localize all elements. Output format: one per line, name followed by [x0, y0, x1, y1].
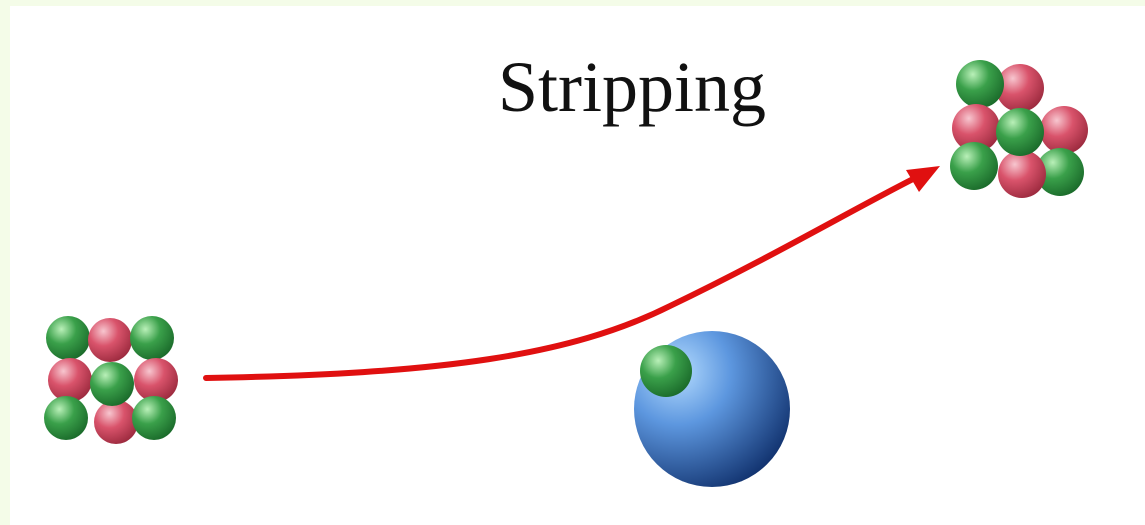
- neutron: [90, 362, 134, 406]
- target-nucleus: [634, 331, 790, 487]
- diagram-title: Stripping: [498, 47, 766, 127]
- projectile-nucleus: [44, 316, 178, 444]
- stripping-reaction-diagram: Stripping: [10, 6, 1145, 525]
- captured-neutron: [640, 345, 692, 397]
- neutron: [956, 60, 1004, 108]
- proton: [88, 318, 132, 362]
- neutron: [996, 108, 1044, 156]
- ejectile-nucleus: [950, 60, 1088, 198]
- neutron: [46, 316, 90, 360]
- proton: [998, 150, 1046, 198]
- neutron: [44, 396, 88, 440]
- trajectory-arrow: [206, 166, 940, 378]
- proton: [48, 358, 92, 402]
- neutron: [130, 316, 174, 360]
- proton: [134, 358, 178, 402]
- proton: [94, 400, 138, 444]
- neutron: [132, 396, 176, 440]
- neutron: [950, 142, 998, 190]
- proton: [1040, 106, 1088, 154]
- diagram-canvas: Stripping: [10, 6, 1145, 525]
